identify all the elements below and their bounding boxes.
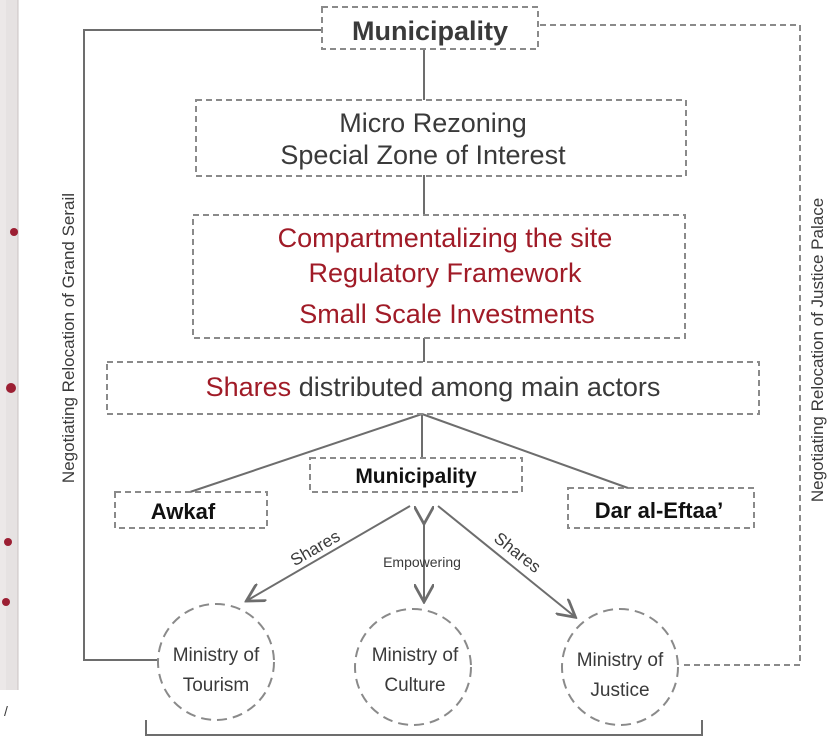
municipality-actor-label: Municipality [355, 465, 477, 488]
awkaf-label: Awkaf [151, 499, 216, 524]
connector-right-loop [540, 24, 801, 666]
map-dot [10, 228, 18, 236]
ministry-tourism-line-2: Tourism [183, 675, 250, 696]
map-dot [2, 598, 10, 606]
side-label-right: Negotiating Relocation of Justice Palace [808, 198, 827, 502]
dar-al-eftaa-box [567, 487, 755, 529]
framework-line-2: Regulatory Framework [308, 258, 582, 288]
ministry-tourism-circle [157, 603, 275, 721]
awkaf-box [114, 491, 268, 529]
map-dot [6, 383, 16, 393]
shares-highlight: Shares [206, 372, 292, 402]
ministry-culture-line-2: Culture [384, 675, 445, 696]
ministry-culture: Ministry of Culture [354, 608, 472, 726]
shares-rest: distributed among main actors [291, 372, 660, 402]
arrow-label-shares-left: Shares [287, 527, 343, 570]
ministry-justice-line-2: Justice [590, 680, 649, 701]
municipality-top-box [321, 6, 539, 50]
arrow-to-tourism [248, 505, 411, 600]
arrow-label-empowering: Empowering [383, 554, 461, 570]
map-dot [4, 538, 12, 546]
ministry-tourism: Ministry of Tourism [157, 603, 275, 721]
municipality-top-label: Municipality [352, 16, 508, 46]
connector-to-awkaf [189, 413, 423, 493]
ministry-culture-circle [354, 608, 472, 726]
connector-to-dar-al-eftaa [421, 413, 629, 489]
ministry-culture-line-1: Ministry of [372, 645, 459, 666]
zoning-line-1: Micro Rezoning [339, 108, 527, 138]
connectors [83, 24, 801, 666]
zoning-box [195, 99, 687, 177]
shares-box [106, 361, 760, 415]
framework-line-3: Small Scale Investments [299, 299, 595, 329]
bottom-bracket [145, 720, 703, 736]
framework-box [192, 214, 686, 339]
arrow-to-justice [437, 505, 574, 616]
dar-al-eftaa-label: Dar al-Eftaa’ [595, 498, 723, 523]
zoning-line-2: Special Zone of Interest [280, 140, 566, 170]
ministry-justice: Ministry of Justice [561, 608, 679, 726]
map-strip-left [0, 0, 19, 690]
side-label-left: Negotiating Relocation of Grand Serail [59, 193, 78, 483]
ministry-tourism-line-1: Ministry of [173, 645, 260, 666]
cropped-glyph: / [4, 703, 8, 719]
shares-box-text: Shares distributed among main actors [206, 372, 661, 402]
ministry-justice-line-1: Ministry of [577, 650, 664, 671]
ministry-justice-circle [561, 608, 679, 726]
municipality-actor-box [309, 457, 523, 493]
connector-left-loop [83, 29, 322, 661]
framework-line-1: Compartmentalizing the site [278, 223, 613, 253]
